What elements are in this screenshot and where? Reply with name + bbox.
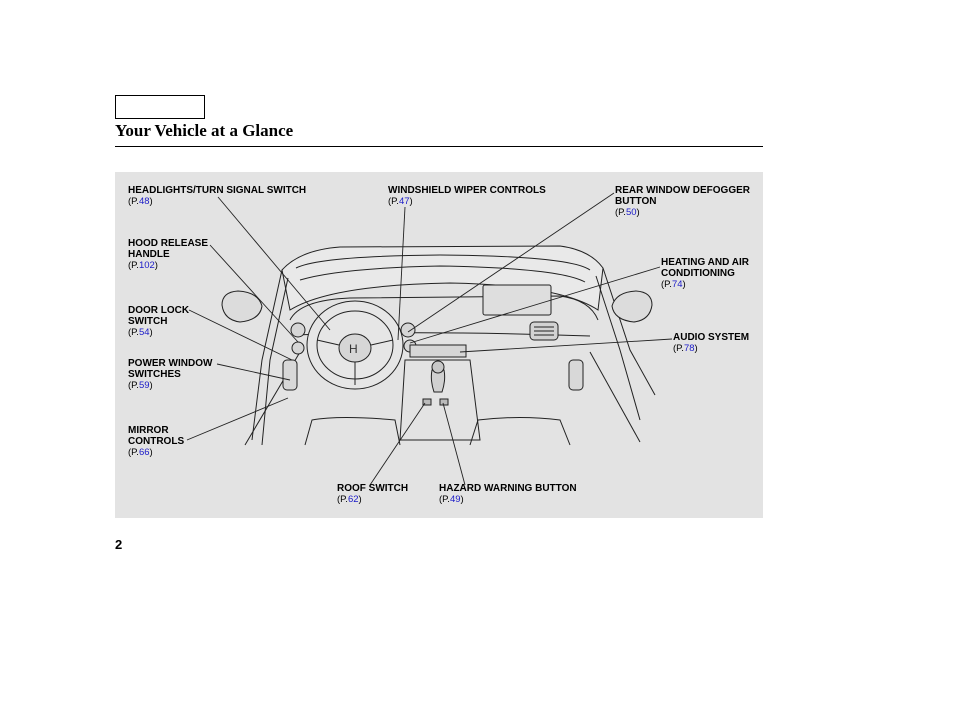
page-number: 2	[115, 537, 123, 552]
ref-prefix: P.	[131, 260, 139, 271]
svg-text:H: H	[349, 342, 358, 356]
page-ref-link[interactable]: 59	[138, 380, 150, 391]
page-ref-link[interactable]: 102	[138, 260, 155, 271]
ref-prefix: P.	[664, 279, 672, 290]
page-ref-link[interactable]: 49	[449, 494, 461, 505]
callout-rear-defogger: REAR WINDOW DEFOGGER BUTTON (P.50)	[615, 185, 750, 218]
ref-prefix: P.	[340, 494, 348, 505]
page-ref-link[interactable]: 50	[625, 207, 637, 218]
ref-prefix: P.	[618, 207, 626, 218]
dashboard-illustration: H	[186, 192, 673, 486]
callout-label: HEATING AND AIR CONDITIONING	[661, 257, 749, 279]
page-ref-link[interactable]: 48	[138, 196, 150, 207]
page-ref-link[interactable]: 62	[347, 494, 359, 505]
callout-wiper-controls: WINDSHIELD WIPER CONTROLS (P.47)	[388, 185, 546, 207]
page-ref-link[interactable]: 74	[671, 279, 683, 290]
callout-hood-release: HOOD RELEASE HANDLE (P.102)	[128, 238, 209, 271]
callout-mirror-controls: MIRROR CONTROLS (P.66)	[128, 425, 185, 458]
page-ref-link[interactable]: 47	[398, 196, 410, 207]
callout-label: DOOR LOCK SWITCH	[128, 305, 190, 327]
ref-prefix: P.	[391, 196, 399, 207]
section-tab-box	[115, 95, 205, 119]
ref-prefix: P.	[131, 327, 139, 338]
ref-prefix: P.	[131, 196, 139, 207]
ref-prefix: P.	[442, 494, 450, 505]
ref-prefix: P.	[676, 343, 684, 354]
callout-label: WINDSHIELD WIPER CONTROLS	[388, 185, 546, 196]
callout-label: HEADLIGHTS/TURN SIGNAL SWITCH	[128, 185, 307, 196]
page-ref-link[interactable]: 54	[138, 327, 150, 338]
ref-prefix: P.	[131, 380, 139, 391]
callout-audio-system: AUDIO SYSTEM (P.78)	[673, 332, 750, 354]
callout-headlights: HEADLIGHTS/TURN SIGNAL SWITCH (P.48)	[128, 185, 307, 207]
callout-label: HAZARD WARNING BUTTON	[439, 483, 577, 494]
callout-label: ROOF SWITCH	[337, 483, 409, 494]
page-title: Your Vehicle at a Glance	[115, 121, 294, 140]
callout-heating-ac: HEATING AND AIR CONDITIONING (P.74)	[661, 257, 749, 290]
callout-label: REAR WINDOW DEFOGGER BUTTON	[615, 185, 750, 207]
callout-door-lock: DOOR LOCK SWITCH (P.54)	[128, 305, 190, 338]
callout-hazard-warning: HAZARD WARNING BUTTON (P.49)	[439, 483, 577, 505]
callout-label: POWER WINDOW SWITCHES	[128, 358, 213, 380]
callout-label: HOOD RELEASE HANDLE	[128, 238, 209, 260]
callout-label: MIRROR CONTROLS	[128, 425, 185, 447]
page-ref-link[interactable]: 78	[683, 343, 695, 354]
page-ref-link[interactable]: 66	[138, 447, 150, 458]
ref-prefix: P.	[131, 447, 139, 458]
callout-roof-switch: ROOF SWITCH (P.62)	[337, 483, 409, 505]
dashboard-panel: H	[115, 172, 763, 518]
callout-label: AUDIO SYSTEM	[673, 332, 750, 343]
title-rule	[115, 146, 763, 147]
callout-power-window: POWER WINDOW SWITCHES (P.59)	[128, 358, 213, 391]
